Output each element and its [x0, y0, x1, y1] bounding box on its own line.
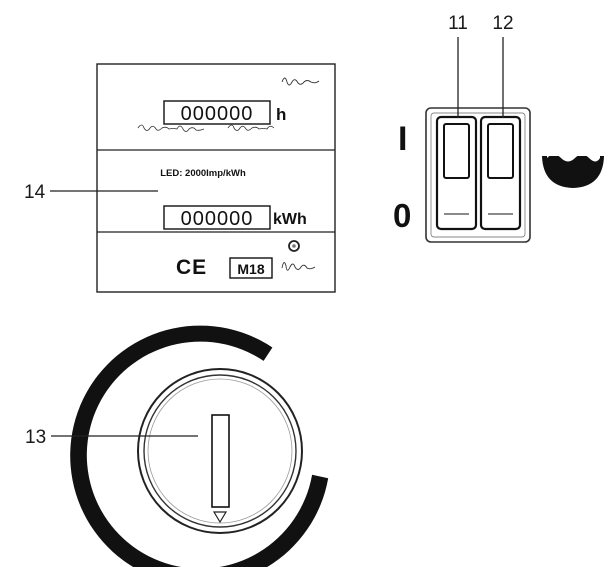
hours-unit-label: h: [276, 105, 286, 124]
switch-off-label: 0: [393, 197, 411, 234]
callout-13: 13: [25, 427, 46, 448]
energy-counter-value: 000000: [181, 208, 254, 230]
signature-scribble-left: [137, 124, 205, 132]
dial-pointer-triangle: [212, 511, 228, 524]
m18-mark-box: [229, 257, 273, 279]
signature-scribble-right: [227, 124, 275, 131]
rocker-switch-12-face: [487, 123, 514, 179]
led-indicator-center: [292, 244, 296, 248]
energy-meter: 000000 h LED: 2000Imp/kWh 000000 kWh CE …: [96, 63, 336, 293]
led-impulse-label: LED: 2000Imp/kWh: [160, 168, 246, 179]
energy-counter-box: [163, 205, 271, 230]
switch-panel-inner-frame: [430, 112, 526, 238]
callout-14: 14: [24, 182, 46, 203]
water-bowl-icon: [542, 154, 604, 188]
dial-percent-label-left: %: [106, 454, 123, 474]
rotary-dial: % %: [70, 325, 329, 567]
ce-mark: CE: [176, 256, 207, 279]
callout-12: 12: [492, 13, 513, 34]
m18-mark-text: M18: [237, 261, 264, 277]
switch-on-label: I: [398, 120, 407, 158]
callout-11: 11: [448, 13, 468, 34]
dial-grip-slot: [211, 414, 230, 508]
energy-unit-label: kWh: [273, 211, 307, 228]
hours-counter-box: [163, 100, 271, 125]
switch-panel: [425, 107, 531, 243]
signature-scribble-bottom: [281, 262, 316, 271]
rocker-switch-11-face: [443, 123, 470, 179]
hours-counter-value: 000000: [181, 103, 254, 125]
signature-scribble-top: [281, 77, 320, 86]
